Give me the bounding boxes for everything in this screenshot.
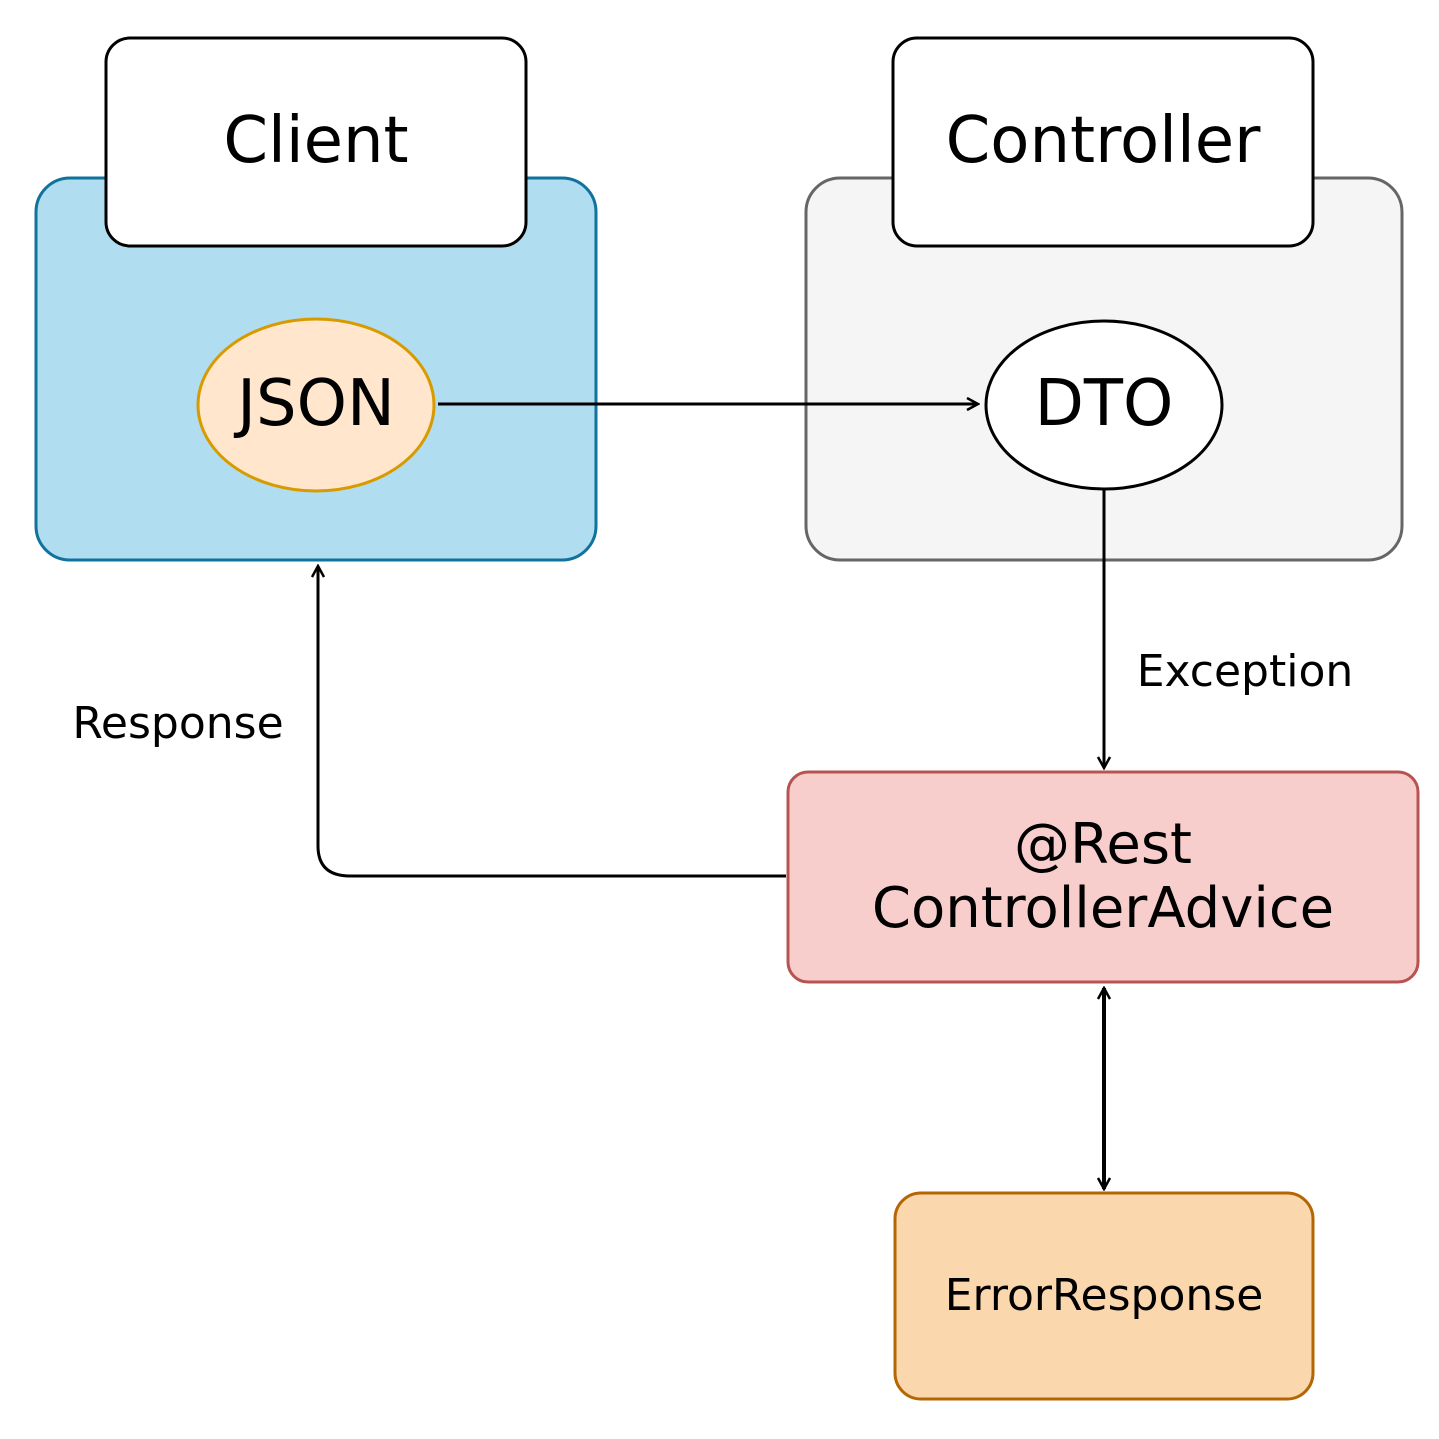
exception-edge-label: Exception — [1136, 645, 1354, 697]
rest-controller-advice-label: @Rest ControllerAdvice — [788, 772, 1418, 982]
dto-label: DTO — [1034, 367, 1174, 442]
client-label: Client — [223, 104, 409, 179]
response-arrow — [318, 566, 786, 878]
rest-controller-advice-box — [786, 770, 1420, 984]
response-edge-label: Response — [72, 697, 284, 749]
controller-title-box — [891, 36, 1315, 248]
error-response-box — [893, 1191, 1315, 1401]
controller-label: Controller — [945, 104, 1261, 179]
json-label: JSON — [237, 367, 395, 442]
json-ellipse — [196, 317, 436, 493]
advice-label-line2: ControllerAdvice — [871, 876, 1335, 941]
error-response-label: ErrorResponse — [944, 1269, 1264, 1321]
client-title-box — [104, 36, 528, 248]
advice-label-line1: @Rest — [1014, 811, 1192, 877]
